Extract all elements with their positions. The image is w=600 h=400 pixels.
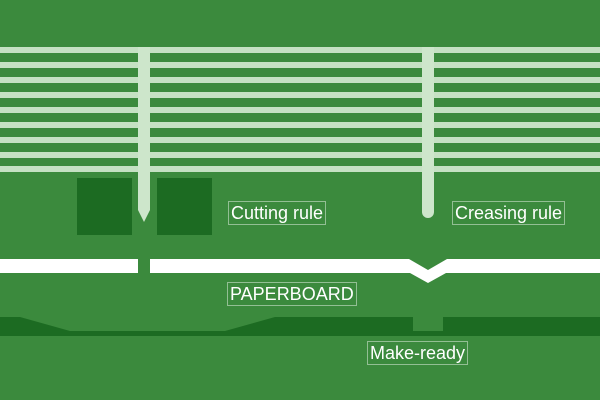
cutting-rule bbox=[138, 47, 150, 222]
stripe bbox=[0, 137, 600, 143]
stripe bbox=[0, 92, 600, 98]
stripe bbox=[0, 107, 600, 113]
stripe bbox=[0, 62, 600, 68]
paperboard-left bbox=[0, 259, 138, 273]
make-ready-label: Make-ready bbox=[367, 341, 469, 365]
cutting-rule-label: Cutting rule bbox=[228, 201, 327, 225]
stripe bbox=[0, 122, 600, 128]
stripe bbox=[0, 47, 600, 53]
paperboard-right bbox=[150, 259, 600, 283]
stripe bbox=[0, 77, 600, 83]
ejection-pad-right bbox=[157, 178, 212, 235]
creasing-rule bbox=[422, 47, 434, 218]
make-ready-layer bbox=[0, 317, 600, 336]
stripe bbox=[0, 152, 600, 158]
die-board-stripes bbox=[0, 47, 600, 172]
paperboard-label: PAPERBOARD bbox=[227, 282, 357, 306]
creasing-rule-label: Creasing rule bbox=[452, 201, 566, 225]
ejection-pad-left bbox=[77, 178, 132, 235]
stripe bbox=[0, 166, 600, 172]
